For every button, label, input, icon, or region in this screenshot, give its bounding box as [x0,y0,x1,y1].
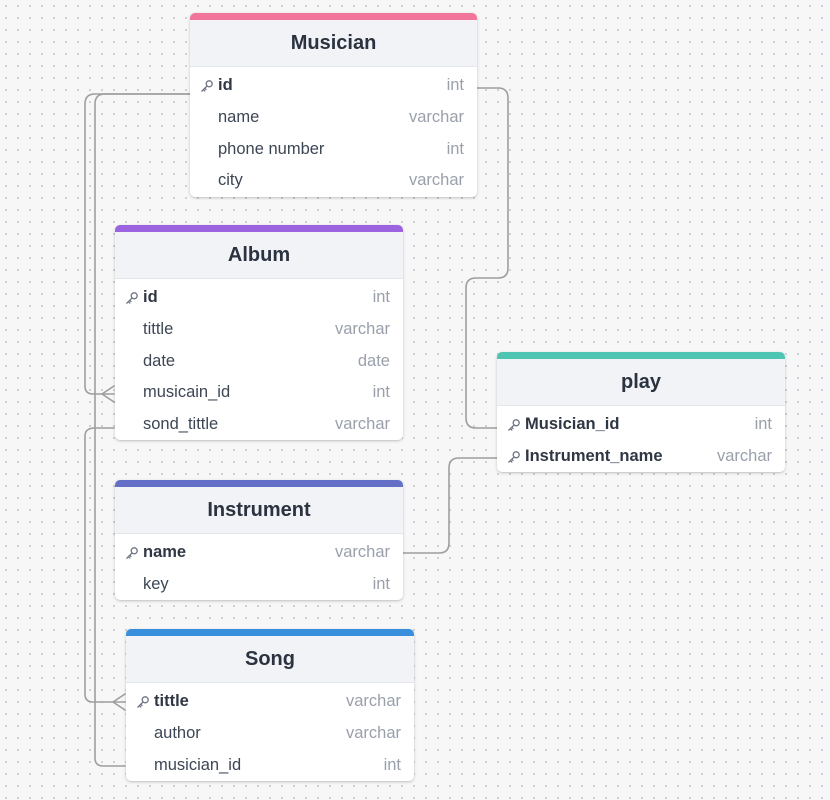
column-row[interactable]: id int [190,70,477,102]
column-type: varchar [334,415,390,434]
column-name: name [143,543,187,562]
table-accent-bar [115,225,403,232]
column-row[interactable]: author varchar [126,718,414,750]
column-type: varchar [716,447,772,466]
key-icon [125,545,143,561]
table-accent-bar [190,13,477,20]
column-name: name [218,108,260,127]
key-icon [507,449,525,465]
column-name: tittle [154,692,189,711]
column-type: varchar [334,543,390,562]
table-instrument[interactable]: Instrument name varchar key int [115,480,403,601]
key-icon [200,78,218,94]
table-title: play [497,359,785,406]
column-name: sond_tittle [143,415,219,434]
table-accent-bar [497,352,785,359]
column-name: author [154,724,201,743]
column-type: int [383,755,401,774]
column-type: int [446,76,464,95]
column-row[interactable]: phone number int [190,133,477,165]
table-title: Album [115,232,403,279]
key-icon [507,417,525,433]
column-type: int [372,575,390,594]
column-row[interactable]: Musician_id int [497,409,785,441]
column-name: phone number [218,139,325,158]
column-type: int [372,383,390,402]
column-row[interactable]: id int [115,282,403,314]
column-name: Musician_id [525,415,620,434]
column-type: varchar [345,724,401,743]
column-type: int [754,415,772,434]
column-type: int [372,288,390,307]
column-row[interactable]: city varchar [190,165,477,197]
column-name: key [143,575,169,594]
column-type: varchar [334,320,390,339]
table-title: Song [126,636,414,683]
relation-musician-album-crowfoot [101,385,115,403]
table-accent-bar [126,629,414,636]
column-type: varchar [345,692,401,711]
column-name: tittle [143,320,174,339]
column-type: varchar [408,108,464,127]
relation-instrument-play [402,457,498,554]
column-type: int [446,139,464,158]
column-name: musicain_id [143,383,231,402]
table-musician[interactable]: Musician id int name varchar phone numbe… [190,13,477,197]
column-row[interactable]: Instrument_name varchar [497,441,785,473]
column-name: date [143,351,176,370]
column-name: city [218,171,243,190]
table-play[interactable]: play Musician_id int Instrument_name var… [497,352,785,473]
column-type: varchar [408,171,464,190]
column-type: date [357,351,390,370]
column-row[interactable]: key int [115,569,403,601]
column-row[interactable]: musician_id int [126,749,414,781]
column-row[interactable]: musicain_id int [115,377,403,409]
column-row[interactable]: date date [115,345,403,377]
table-album[interactable]: Album id int tittle varchar date date mu… [115,225,403,441]
table-accent-bar [115,480,403,487]
column-row[interactable]: tittle varchar [115,314,403,346]
relation-album-song-crowfoot [112,693,126,711]
column-name: id [143,288,158,307]
table-title: Musician [190,20,477,67]
column-name: Instrument_name [525,447,663,466]
column-name: id [218,76,233,95]
table-title: Instrument [115,487,403,534]
column-row[interactable]: sond_tittle varchar [115,409,403,441]
column-row[interactable]: tittle varchar [126,686,414,718]
key-icon [125,290,143,306]
column-row[interactable]: name varchar [190,102,477,134]
key-icon [136,694,154,710]
table-song[interactable]: Song tittle varchar author varchar music… [126,629,414,782]
column-name: musician_id [154,755,242,774]
column-row[interactable]: name varchar [115,537,403,569]
